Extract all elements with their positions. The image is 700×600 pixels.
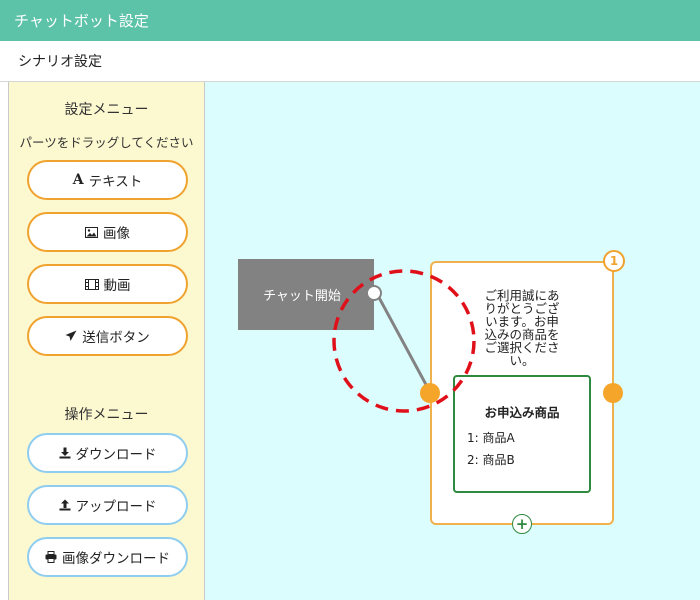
product-choice-box[interactable]: お申込み商品 1: 商品A 2: 商品B — [453, 375, 591, 493]
product-option: 2: 商品B — [467, 453, 515, 467]
send-button-part-label: 送信ボタン — [82, 330, 150, 346]
message-line: りがとうござ — [484, 301, 560, 316]
node-number-badge: 1 — [603, 250, 625, 272]
download-button[interactable]: ダウンロード — [27, 433, 188, 473]
message-line: います。お申 — [485, 314, 559, 329]
image-icon — [85, 226, 98, 238]
message-line: ご選択くださ — [484, 340, 560, 355]
page-subheader: シナリオ設定 — [0, 41, 700, 82]
text-part-button[interactable]: A テキスト — [27, 160, 188, 200]
upload-label: アップロード — [75, 499, 157, 515]
image-download-button[interactable]: 画像ダウンロード — [27, 537, 188, 577]
message-input-port[interactable] — [420, 383, 440, 403]
message-line: 込みの商品を — [484, 327, 560, 342]
text-part-label: テキスト — [88, 174, 143, 190]
download-icon — [59, 447, 71, 459]
film-icon — [84, 278, 99, 290]
image-part-label: 画像 — [103, 226, 130, 242]
message-output-port[interactable] — [603, 383, 623, 403]
app-title: チャットボット設定 — [14, 12, 149, 30]
message-line: い。 — [509, 353, 535, 368]
image-part-button[interactable]: 画像 — [27, 212, 188, 252]
start-output-port[interactable] — [366, 285, 382, 301]
settings-menu-hint: パーツをドラッグしてください — [19, 135, 194, 150]
settings-menu-title: 設定メニュー — [64, 102, 149, 118]
print-icon — [45, 551, 57, 563]
add-node-button[interactable]: + — [512, 514, 532, 534]
message-text: ご利用誠にあ りがとうござ います。お申 込みの商品を ご選択くださ い。 — [481, 289, 563, 367]
app-header: チャットボット設定 — [0, 0, 700, 41]
chat-start-label: チャット開始 — [263, 289, 341, 304]
page-title: シナリオ設定 — [18, 54, 102, 70]
chat-start-node[interactable]: チャット開始 — [238, 259, 374, 330]
upload-button[interactable]: アップロード — [27, 485, 188, 525]
product-choice-title: お申込み商品 — [484, 405, 560, 420]
video-part-button[interactable]: 動画 — [27, 264, 188, 304]
message-line: ご利用誠にあ — [484, 288, 560, 303]
download-label: ダウンロード — [75, 447, 157, 463]
image-download-label: 画像ダウンロード — [62, 551, 170, 567]
product-option: 1: 商品A — [467, 431, 515, 445]
send-button-part-button[interactable]: 送信ボタン — [27, 316, 188, 356]
sidebar: 設定メニュー パーツをドラッグしてください A テキスト 画像 動画 送信ボタン… — [8, 82, 205, 600]
video-part-label: 動画 — [103, 278, 131, 294]
text-icon: A — [72, 172, 84, 188]
plus-icon: + — [515, 515, 529, 533]
send-icon — [65, 330, 77, 342]
upload-icon — [59, 499, 71, 511]
operation-menu-title: 操作メニュー — [64, 407, 149, 423]
